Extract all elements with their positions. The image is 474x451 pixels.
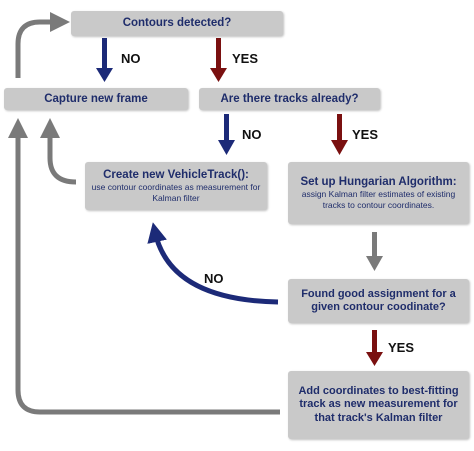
edge-label-contours-no: NO <box>121 51 141 66</box>
node-found-good-assignment-title: Found good assignment for a given contou… <box>301 287 456 314</box>
edge-label-contours-yes: YES <box>232 51 259 66</box>
arrow-assignment-no <box>147 222 279 305</box>
node-tracks-already-title: Are there tracks already? <box>220 92 359 105</box>
node-create-vehicle-track-subtitle: use contour coordinates as measurement f… <box>91 182 261 203</box>
node-capture-new-frame: Capture new frame <box>4 88 188 110</box>
node-capture-new-frame-title: Capture new frame <box>44 92 148 105</box>
arrow-contours-yes <box>210 38 227 82</box>
arrow-tracks-yes <box>331 114 348 155</box>
edge-label-tracks-no: NO <box>242 127 262 142</box>
arrow-hungarian-to-assignment <box>366 232 383 271</box>
node-setup-hungarian-title: Set up Hungarian Algorithm: <box>300 176 457 188</box>
arrow-create-to-capture <box>40 118 77 185</box>
arrow-contours-no <box>96 38 113 82</box>
node-tracks-already: Are there tracks already? <box>199 88 380 110</box>
edge-label-tracks-yes: YES <box>352 127 379 142</box>
arrow-tracks-no <box>218 114 235 155</box>
edge-label-assignment-no: NO <box>204 271 224 286</box>
node-contours-detected: Contours detected? <box>71 11 283 36</box>
node-setup-hungarian: Set up Hungarian Algorithm: assign Kalma… <box>288 162 469 224</box>
node-contours-detected-title: Contours detected? <box>122 17 232 29</box>
arrow-assignment-yes <box>366 330 383 366</box>
node-create-vehicle-track-title: Create new VehicleTrack(): <box>103 169 249 181</box>
node-setup-hungarian-subtitle: assign Kalman filter estimates of existi… <box>301 189 456 210</box>
node-add-coordinates-title: Add coordinates to best-fitting track as… <box>298 384 459 424</box>
node-found-good-assignment: Found good assignment for a given contou… <box>288 279 469 323</box>
node-add-coordinates: Add coordinates to best-fitting track as… <box>288 371 469 439</box>
arrow-add-to-capture <box>8 118 280 415</box>
arrow-capture-to-contours <box>15 12 70 78</box>
edge-label-assignment-yes: YES <box>388 340 415 355</box>
node-create-vehicle-track: Create new VehicleTrack(): use contour c… <box>85 162 267 210</box>
